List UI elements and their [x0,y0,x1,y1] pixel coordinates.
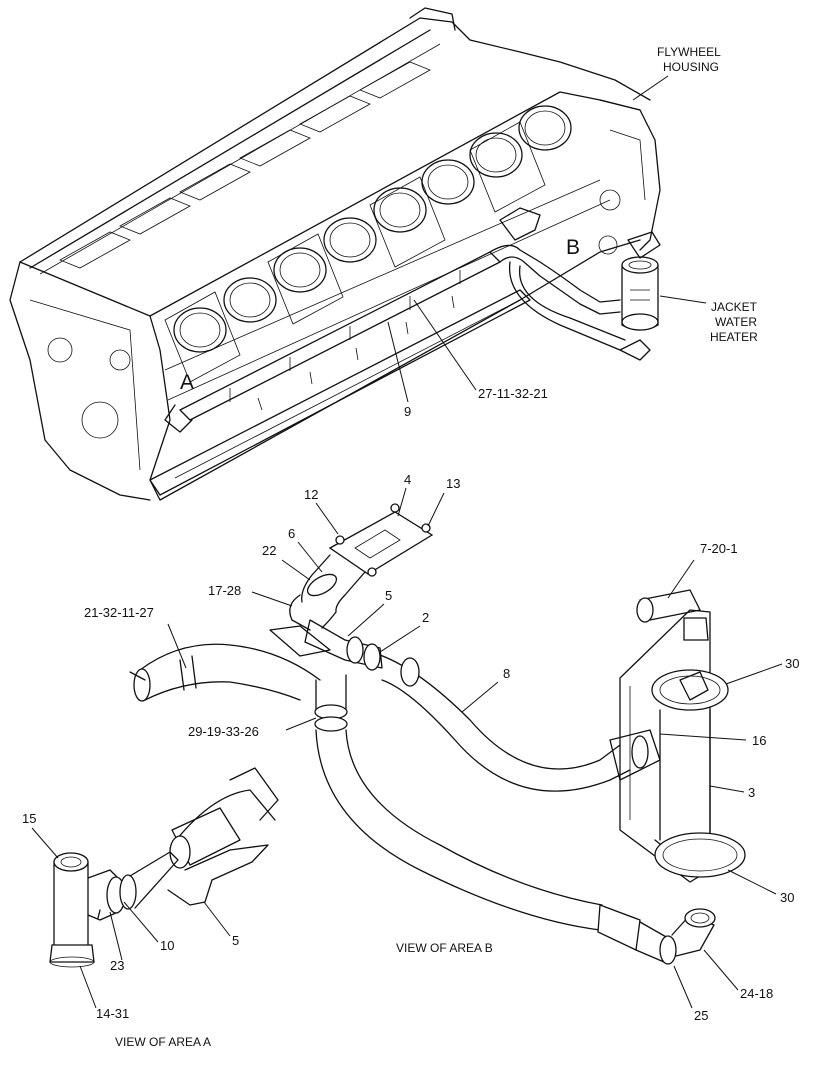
area-letter-a: A [180,371,194,394]
view-area-b-caption: VIEW OF AREA B [396,941,493,955]
leader-15 [31,827,59,859]
leader-5-b [347,603,385,637]
callout-29-19-33-26: 29-19-33-26 [188,724,259,739]
callout-6: 6 [288,526,295,541]
leader-6 [297,541,323,573]
flywheel-housing-label-line2: HOUSING [663,60,719,74]
callout-23: 23 [110,958,124,973]
leader-16 [659,733,747,741]
leader-27-11-32-21 [413,299,477,391]
leader-5-a [203,901,231,937]
leader-22 [281,559,311,581]
leader-30-top [725,663,783,685]
flywheel-housing-label-line1: FLYWHEEL [657,45,721,59]
jacket-water-heater-leader [659,295,707,304]
callout-30-top: 30 [785,656,799,671]
leader-3 [709,785,745,793]
leader-29-19-33-26 [285,717,317,731]
callout-17-28: 17-28 [208,583,241,598]
callout-5-a: 5 [232,933,239,948]
jacket-water-heater-label-line2: WATER [715,315,757,329]
callout-14-31: 14-31 [96,1006,129,1021]
callout-12: 12 [304,487,318,502]
leader-23 [109,911,123,961]
callout-30-bottom: 30 [780,890,794,905]
leader-4 [397,487,407,517]
callout-16: 16 [752,733,766,748]
leader-9 [387,321,409,403]
cylinder-bores [173,105,572,353]
leader-2 [379,625,421,653]
callout-5-b: 5 [385,588,392,603]
callout-2: 2 [422,610,429,625]
leader-12 [315,502,339,535]
jacket-water-heater-label-line3: HEATER [710,330,758,344]
callout-24-18: 24-18 [740,986,773,1001]
callout-13: 13 [446,476,460,491]
engine-block [9,7,661,501]
leader-8 [461,681,499,713]
callout-10: 10 [160,938,174,953]
leader-17-28 [251,591,293,607]
leader-25 [673,965,693,1009]
leader-24-18 [703,949,739,991]
callout-21-32-11-27: 21-32-11-27 [84,605,154,620]
callout-3: 3 [748,785,755,800]
callout-8: 8 [503,666,510,681]
view-area-b-assembly [129,503,746,965]
jacket-water-heater-top [621,231,661,331]
callout-25: 25 [694,1008,708,1023]
leader-7-20-1 [667,559,695,599]
callout-15: 15 [22,811,36,826]
callout-4: 4 [404,472,411,487]
leader-14-31 [79,965,97,1009]
leader-10 [123,901,159,943]
leader-13 [427,492,445,527]
callout-27-11-32-21: 27-11-32-21 [478,386,548,401]
callout-9: 9 [404,404,411,419]
leader-30-bottom [727,869,777,895]
view-area-a-caption: VIEW OF AREA A [115,1035,211,1049]
flywheel-housing-leader [632,75,669,101]
view-area-a-assembly [49,767,279,968]
area-letter-b: B [566,236,580,259]
leader-21-32-11-27 [167,623,187,669]
callout-7-20-1: 7-20-1 [700,541,738,556]
callout-22: 22 [262,543,276,558]
jacket-water-heater-label-line1: JACKET [711,300,758,314]
